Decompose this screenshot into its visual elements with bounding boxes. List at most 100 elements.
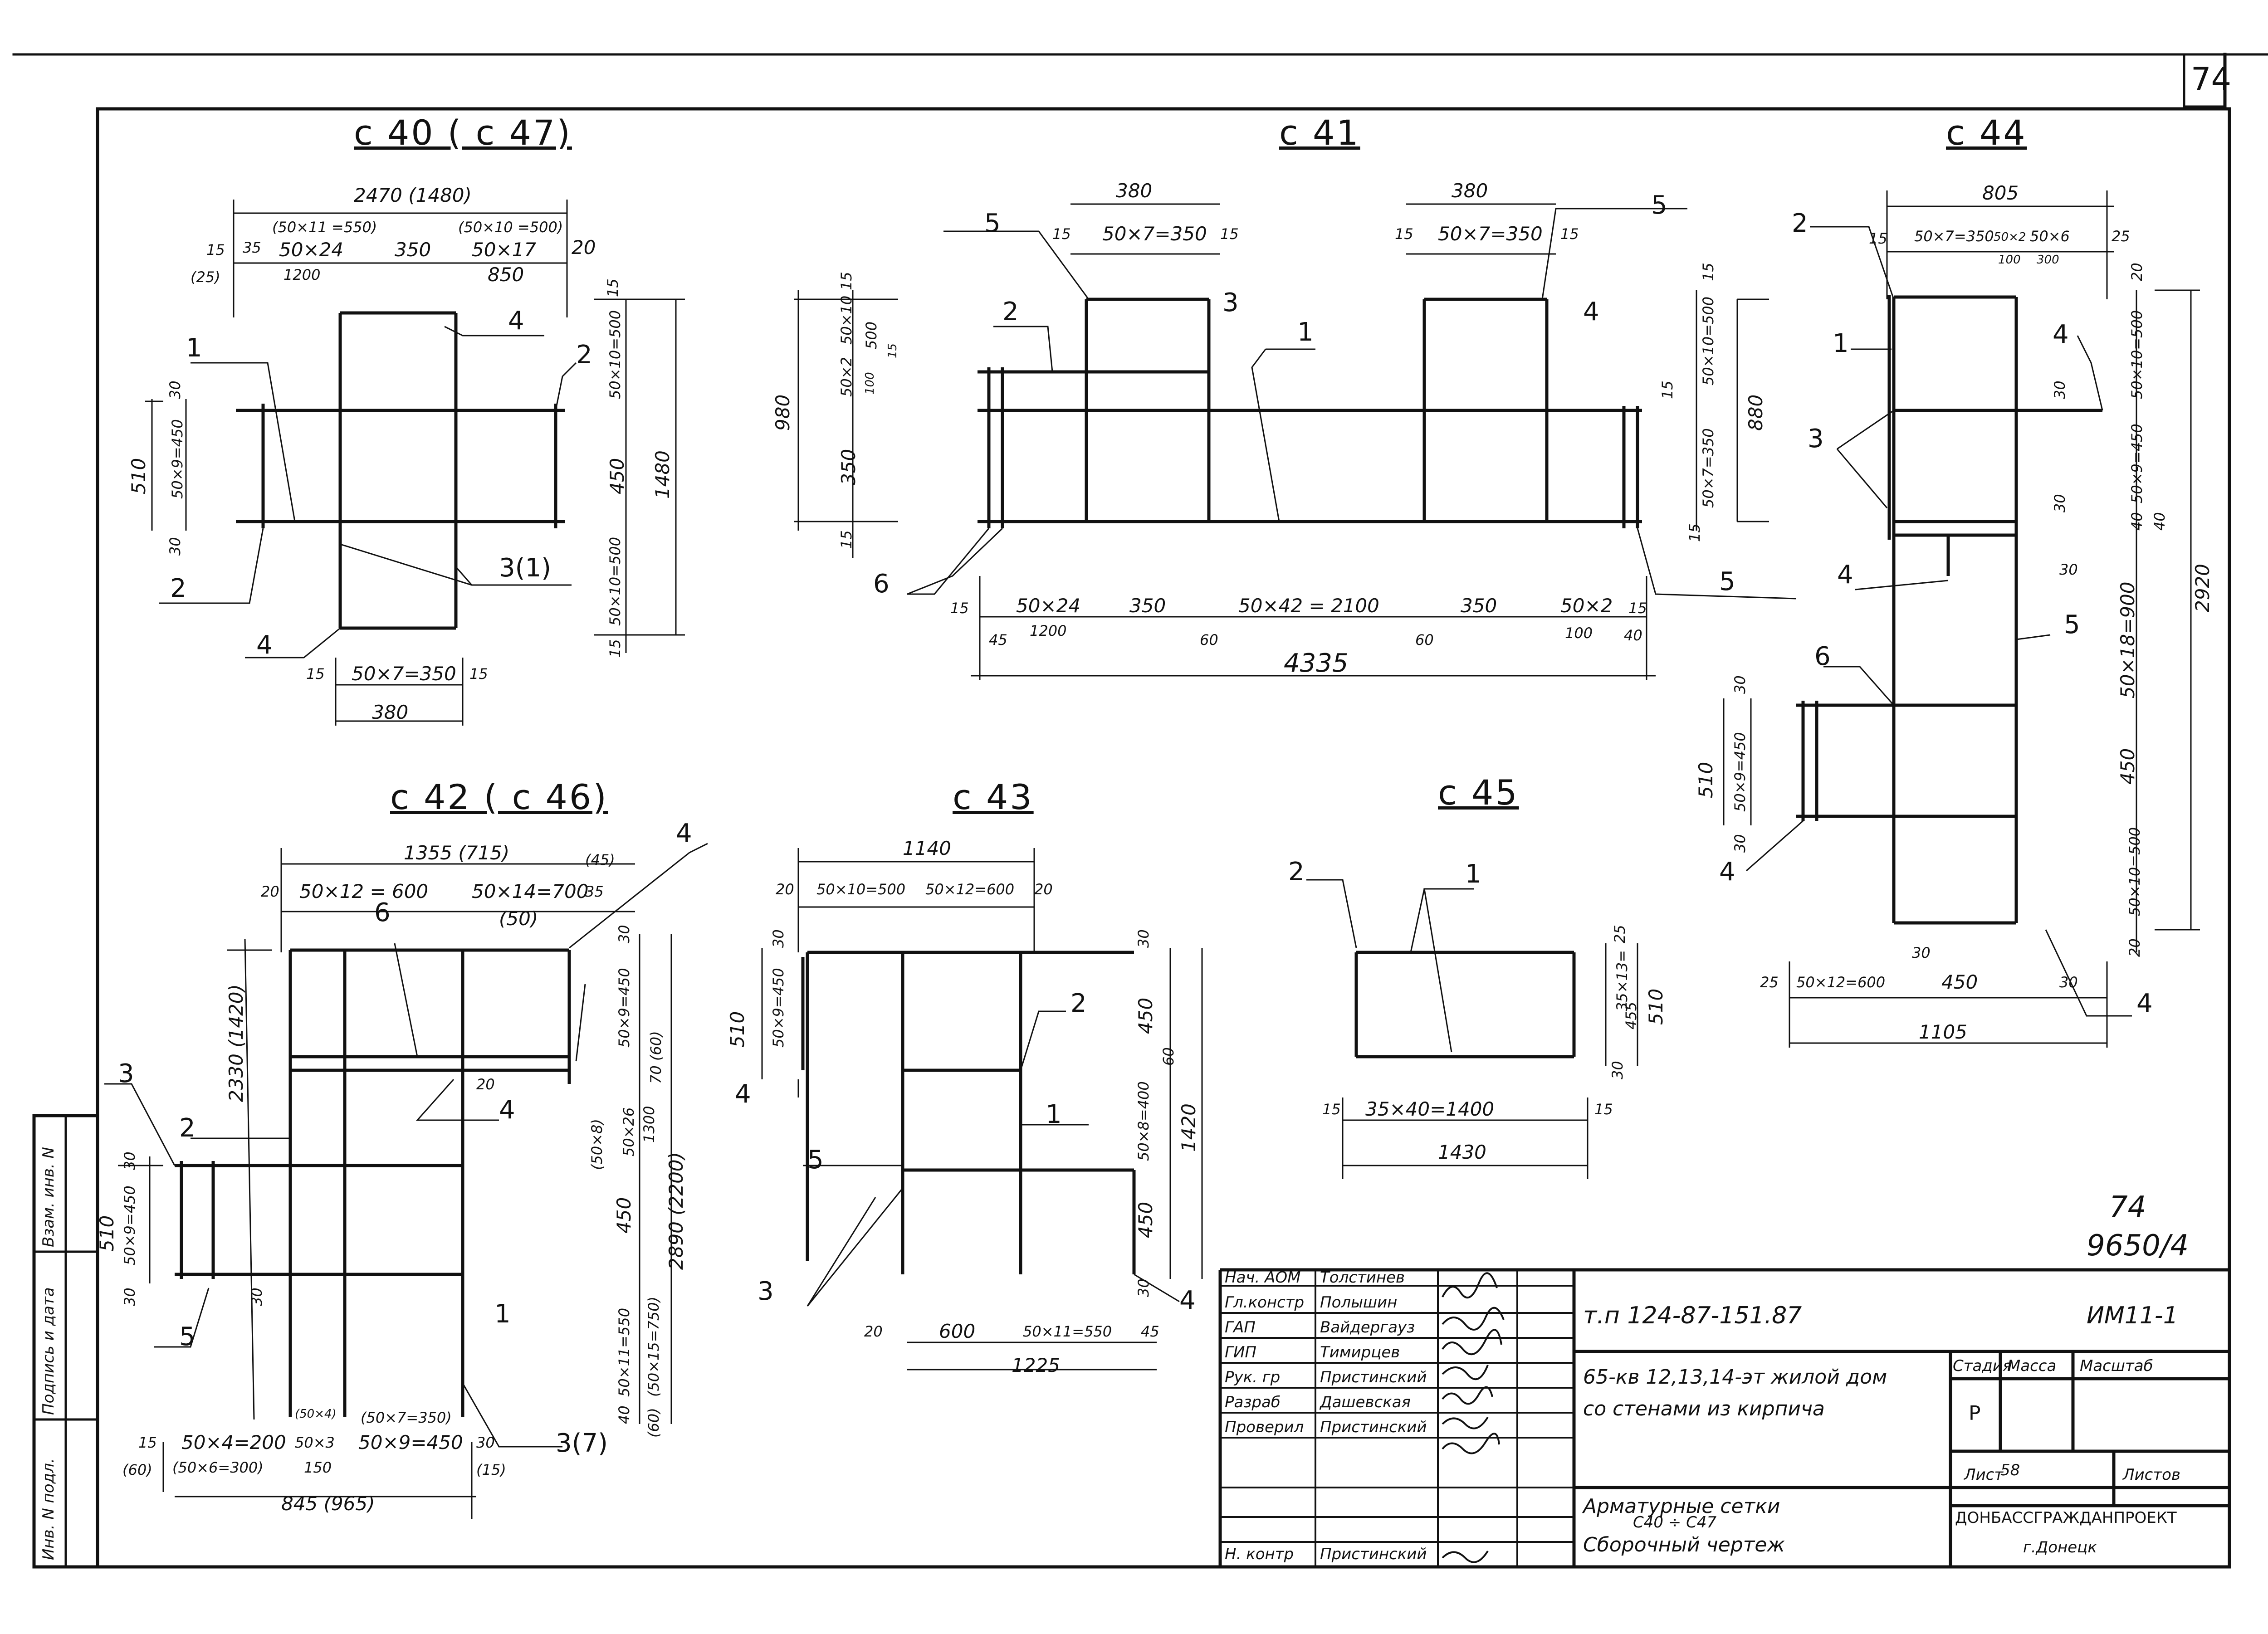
callout: 4 bbox=[256, 630, 273, 660]
callout: 5 bbox=[984, 209, 1001, 238]
dim: 2890 (2200) bbox=[665, 1152, 687, 1270]
dim: 510 bbox=[1645, 988, 1667, 1025]
tb-name: Дашевская bbox=[1320, 1393, 1411, 1411]
dim: (50×10 =500) bbox=[458, 219, 563, 236]
callout: 2 bbox=[170, 574, 186, 603]
callout: 5 bbox=[807, 1145, 824, 1175]
dim: 30 bbox=[2059, 974, 2078, 991]
dim: 845 (965) bbox=[281, 1493, 375, 1515]
dim: 1200 bbox=[1030, 622, 1067, 639]
dim: (60) bbox=[122, 1461, 152, 1478]
dim: 20 bbox=[476, 1076, 495, 1093]
title-block-grid bbox=[1218, 1268, 2229, 1567]
tb-role: Разраб bbox=[1225, 1393, 1281, 1411]
dim: (50×7=350) bbox=[361, 1409, 452, 1426]
dim: 15 bbox=[1395, 225, 1413, 243]
dim: 50×26 bbox=[620, 1107, 637, 1156]
dim: 20 bbox=[776, 881, 794, 898]
dim: 45 bbox=[1141, 1323, 1159, 1340]
tb-name: Пристинский bbox=[1320, 1418, 1427, 1436]
dim: 850 bbox=[488, 263, 524, 286]
dim: 50×8=400 bbox=[1135, 1081, 1152, 1161]
sheet-value: 58 bbox=[2000, 1461, 2020, 1479]
c41-dimlines bbox=[794, 203, 1797, 680]
doc-code: т.п 124-87-151.87 bbox=[1583, 1302, 1802, 1329]
callout: 3 bbox=[1222, 288, 1239, 317]
tb-role: ГАП bbox=[1225, 1318, 1256, 1336]
dim: 15 bbox=[138, 1434, 157, 1451]
callout: 5 bbox=[2064, 610, 2080, 639]
dim: (45) bbox=[585, 851, 615, 868]
dim: 50×3 bbox=[295, 1434, 335, 1451]
dim: 15 bbox=[1052, 225, 1071, 243]
dim: 50×10=500 bbox=[1700, 296, 1717, 385]
dim: 50×24 bbox=[1016, 595, 1081, 617]
dim: 50×10=500 bbox=[606, 537, 624, 626]
c45-dimlines bbox=[1306, 879, 1638, 1179]
callout: 2 bbox=[1288, 857, 1305, 887]
dim: 30 bbox=[121, 1288, 138, 1306]
c45-mesh bbox=[1354, 951, 1576, 1058]
tb-role: Гл.констр bbox=[1225, 1293, 1305, 1312]
dim: 15 bbox=[206, 241, 225, 259]
dim: 1430 bbox=[1438, 1141, 1486, 1163]
dim: (25) bbox=[191, 268, 220, 286]
dim: 15 bbox=[606, 639, 624, 658]
dim: 15 bbox=[1628, 600, 1647, 617]
dim: 380 bbox=[1116, 180, 1153, 202]
side-stamp-label: Взам. инв. N bbox=[39, 1147, 58, 1247]
dim: 30 bbox=[1609, 1061, 1626, 1079]
callout: 4 bbox=[735, 1079, 751, 1109]
dim: 450 bbox=[1134, 997, 1157, 1034]
c44-mesh bbox=[1796, 295, 2102, 925]
dim: 20 bbox=[2128, 263, 2146, 281]
callout: 1 bbox=[1465, 859, 1481, 889]
dim: 45 bbox=[989, 631, 1007, 649]
tb-name: Полышин bbox=[1320, 1293, 1398, 1312]
callout: 1 bbox=[186, 333, 202, 363]
dim: 40 bbox=[616, 1405, 633, 1424]
callout: 3 bbox=[1808, 424, 1824, 454]
dim: 50×12=600 bbox=[1796, 974, 1886, 991]
stamp-number-bottom: 9650/4 bbox=[2087, 1229, 2189, 1263]
tb-role: Рук. гр bbox=[1225, 1368, 1281, 1386]
callout: 3 bbox=[118, 1059, 134, 1088]
dim: 150 bbox=[304, 1459, 332, 1476]
dim: 2470 (1480) bbox=[354, 184, 472, 206]
dim: 30 bbox=[1731, 675, 1749, 694]
dim: 15 bbox=[886, 343, 899, 358]
side-stamp-label: Инв. N подл. bbox=[39, 1458, 58, 1560]
dim: 50×12=600 bbox=[925, 881, 1015, 898]
callout: 5 bbox=[1651, 190, 1667, 220]
dim: 15 bbox=[1560, 225, 1579, 243]
dim: 1105 bbox=[1919, 1021, 1967, 1043]
drawing-title-c42: с 42 ( с 46) bbox=[390, 777, 608, 817]
dim: 500 bbox=[863, 321, 880, 349]
dim: 1420 bbox=[1178, 1103, 1200, 1152]
dim: 1480 bbox=[651, 450, 674, 499]
callout: 1 bbox=[1046, 1100, 1062, 1129]
drawing-title-c40: с 40 ( с 47) bbox=[354, 112, 572, 153]
dim: 450 bbox=[2116, 748, 2139, 785]
dim: 50×24 bbox=[279, 239, 344, 261]
dim: 510 bbox=[1695, 761, 1717, 798]
dim: 50×17 bbox=[472, 239, 537, 261]
tb-name: Тимирцев bbox=[1320, 1343, 1400, 1361]
drawing-name-3: Сборочный чертеж bbox=[1583, 1533, 1785, 1556]
callout: 4 bbox=[2053, 320, 2069, 349]
dim: 30 bbox=[2059, 561, 2078, 578]
dim: 50×10=500 bbox=[816, 881, 906, 898]
callout: 5 bbox=[179, 1322, 196, 1351]
callout: 4 bbox=[1179, 1286, 1196, 1315]
dim: 450 bbox=[613, 1197, 635, 1234]
col-mass: Масса bbox=[2007, 1357, 2057, 1375]
c44-dimlines bbox=[1723, 190, 2200, 1048]
dim: (50×11 =550) bbox=[272, 219, 377, 236]
dim: 20 bbox=[2126, 938, 2143, 957]
dim: 20 bbox=[572, 236, 596, 259]
dim: 350 bbox=[1461, 595, 1497, 617]
project-line-2: со стенами из кирпича bbox=[1583, 1397, 1825, 1420]
dim: (50) bbox=[499, 907, 538, 930]
dim: 50×12 = 600 bbox=[299, 880, 429, 902]
